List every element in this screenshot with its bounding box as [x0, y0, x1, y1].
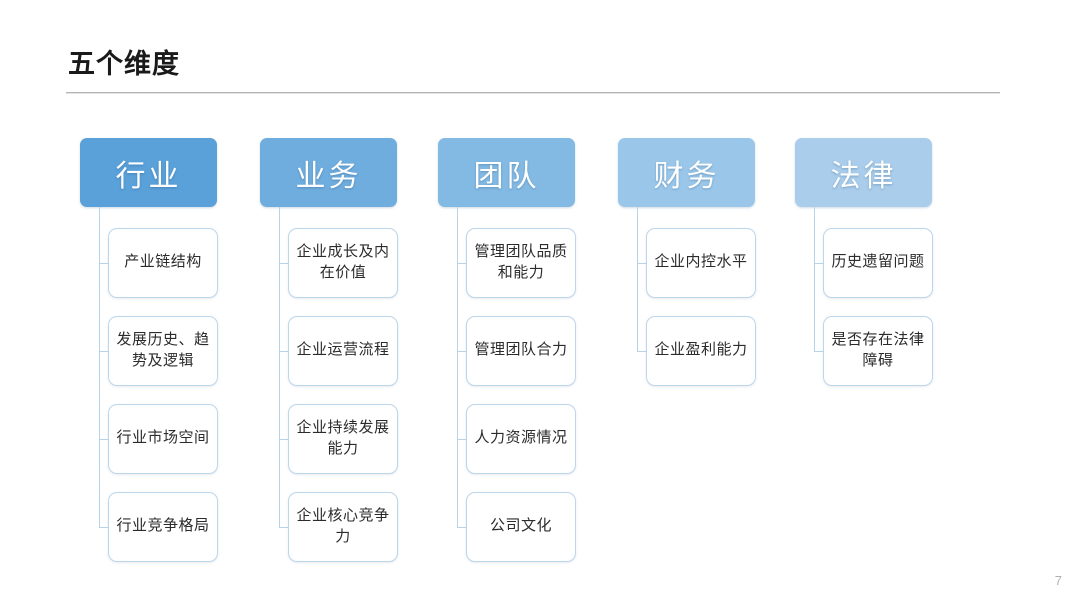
dimension-header-5[interactable]: 法律: [795, 138, 932, 207]
dimension-item[interactable]: 行业市场空间: [108, 404, 218, 474]
dimension-item[interactable]: 产业链结构: [108, 228, 218, 298]
connector-stub: [457, 439, 466, 440]
connector-stub: [99, 263, 108, 264]
page-title: 五个维度: [68, 49, 180, 79]
connector-stub: [814, 351, 823, 352]
page-number: 7: [1054, 573, 1062, 588]
connector-trunk-1: [99, 207, 100, 527]
dimension-column-4: 财务企业内控水平企业盈利能力: [618, 138, 798, 578]
dimension-column-3: 团队管理团队品质和能力管理团队合力人力资源情况公司文化: [438, 138, 618, 578]
dimension-header-1[interactable]: 行业: [80, 138, 217, 207]
dimension-item[interactable]: 管理团队品质和能力: [466, 228, 576, 298]
dimension-item[interactable]: 人力资源情况: [466, 404, 576, 474]
connector-stub: [279, 263, 288, 264]
dimension-item[interactable]: 行业竞争格局: [108, 492, 218, 562]
connector-trunk-5: [814, 207, 815, 351]
connector-stub: [99, 351, 108, 352]
dimension-header-2[interactable]: 业务: [260, 138, 397, 207]
dimension-item[interactable]: 企业运营流程: [288, 316, 398, 386]
connector-trunk-2: [279, 207, 280, 527]
connector-stub: [99, 439, 108, 440]
dimension-item[interactable]: 企业盈利能力: [646, 316, 756, 386]
connector-stub: [637, 263, 646, 264]
dimension-header-4[interactable]: 财务: [618, 138, 755, 207]
connector-trunk-4: [637, 207, 638, 351]
dimension-column-2: 业务企业成长及内在价值企业运营流程企业持续发展能力企业核心竞争力: [260, 138, 440, 578]
connector-stub: [637, 351, 646, 352]
connector-stub: [279, 527, 288, 528]
title-divider: [66, 92, 1000, 94]
dimension-item[interactable]: 公司文化: [466, 492, 576, 562]
dimension-column-1: 行业产业链结构发展历史、趋势及逻辑行业市场空间行业竞争格局: [80, 138, 260, 578]
dimension-item[interactable]: 是否存在法律障碍: [823, 316, 933, 386]
connector-trunk-3: [457, 207, 458, 527]
dimension-column-5: 法律历史遗留问题是否存在法律障碍: [795, 138, 975, 578]
dimension-header-3[interactable]: 团队: [438, 138, 575, 207]
connector-stub: [457, 263, 466, 264]
connector-stub: [279, 351, 288, 352]
dimension-item[interactable]: 企业核心竞争力: [288, 492, 398, 562]
dimension-item[interactable]: 企业成长及内在价值: [288, 228, 398, 298]
connector-stub: [279, 439, 288, 440]
dimension-item[interactable]: 企业内控水平: [646, 228, 756, 298]
dimension-item[interactable]: 发展历史、趋势及逻辑: [108, 316, 218, 386]
connector-stub: [99, 527, 108, 528]
connector-stub: [457, 351, 466, 352]
dimension-item[interactable]: 历史遗留问题: [823, 228, 933, 298]
connector-stub: [457, 527, 466, 528]
dimension-item[interactable]: 企业持续发展能力: [288, 404, 398, 474]
connector-stub: [814, 263, 823, 264]
dimension-item[interactable]: 管理团队合力: [466, 316, 576, 386]
